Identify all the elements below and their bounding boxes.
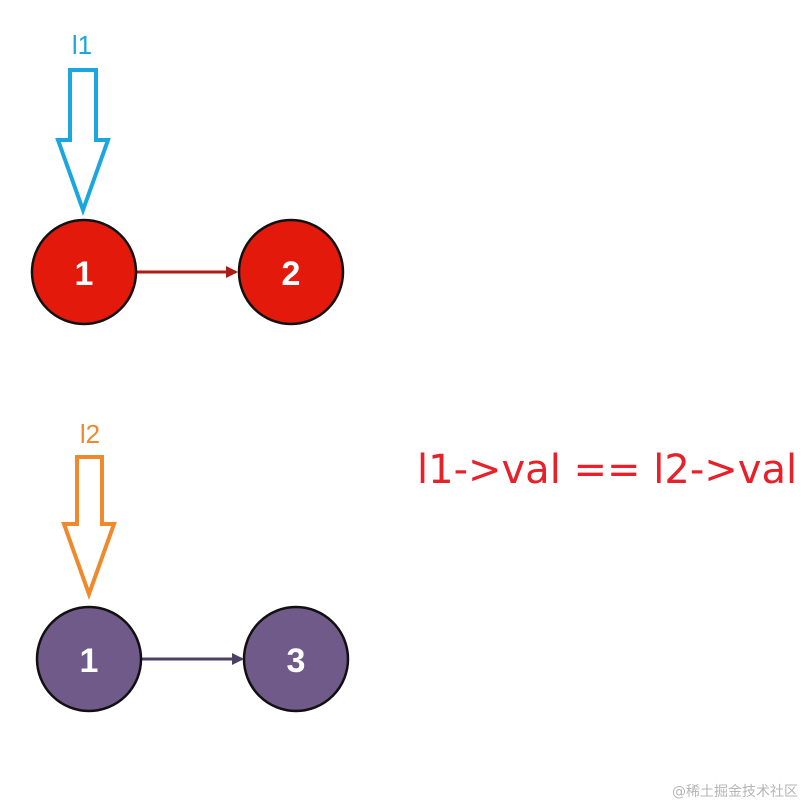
comparison-expression: l1->val == l2->val [417, 447, 798, 493]
list2-node-2-value: 3 [287, 642, 306, 680]
l1-pointer-label: l1 [72, 30, 92, 60]
watermark: @稀土掘金技术社区 [672, 784, 798, 800]
list1-node-1: 1 [30, 218, 138, 326]
list2-node-1-value: 1 [80, 642, 99, 680]
l2-pointer-label: l2 [80, 419, 100, 449]
list2-node-2: 3 [242, 605, 350, 713]
list2-node-1: 1 [35, 605, 143, 713]
l2-pointer-arrow-icon [61, 455, 117, 600]
list1-node-2-value: 2 [282, 255, 301, 293]
list1-node-2: 2 [237, 218, 345, 326]
list1-node-1-value: 1 [75, 255, 94, 293]
l1-pointer-arrow-icon [55, 68, 111, 216]
